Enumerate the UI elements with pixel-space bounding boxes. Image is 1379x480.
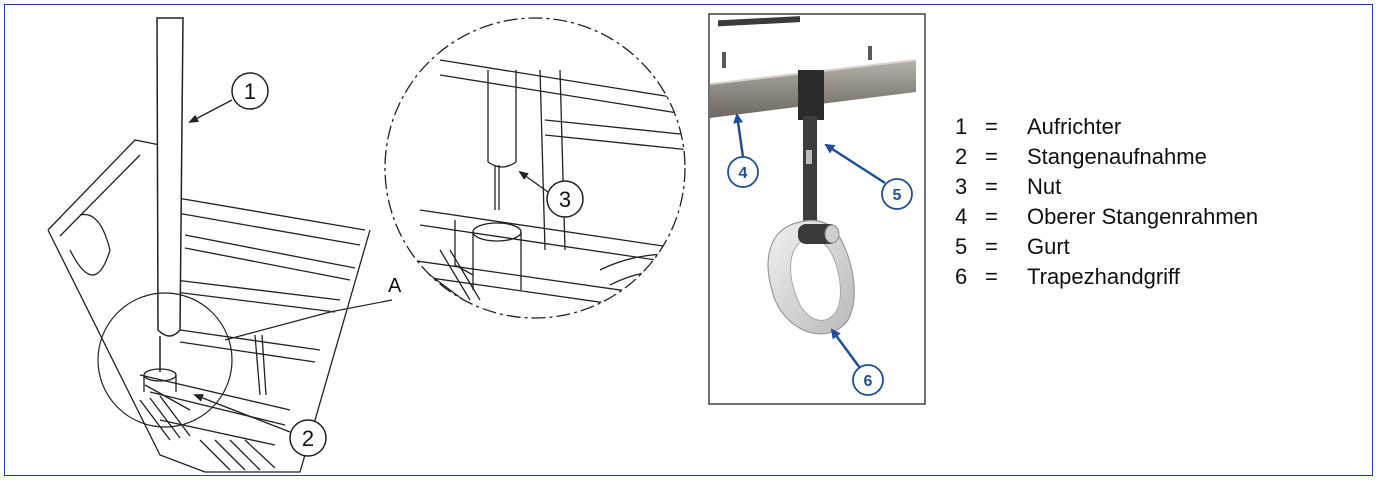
legend-row-1: 1 = Aufrichter	[955, 112, 1258, 142]
lifting-pole	[156, 17, 184, 372]
callout-4: 4	[727, 113, 759, 188]
legend-number: 1	[955, 114, 968, 139]
legend-number: 6	[955, 264, 968, 289]
legend-number: 2	[955, 144, 968, 169]
legend-equals: =	[985, 174, 998, 199]
legend-row-3: 3 = Nut	[955, 172, 1258, 202]
photo-panel: 4 5 6	[708, 13, 926, 405]
callout-6-label: 6	[864, 373, 873, 390]
callout-3: 3	[518, 170, 584, 218]
strap	[798, 70, 824, 226]
callout-1-label: 1	[244, 79, 256, 104]
legend-number: 4	[955, 204, 968, 229]
legend-row-2: 2 = Stangenaufnahme	[955, 142, 1258, 172]
callout-5: 5	[824, 143, 913, 210]
legend-number: 5	[955, 234, 968, 259]
legend-equals: =	[985, 114, 998, 139]
legend-label: Oberer Stangenrahmen	[1027, 204, 1259, 229]
legend-label: Aufrichter	[1027, 114, 1122, 139]
callout-4-label: 4	[739, 165, 748, 182]
callout-5-label: 5	[893, 187, 902, 204]
parts-legend: 1 = Aufrichter 2 = Stangenaufnahme 3 = N…	[955, 112, 1258, 292]
legend-label: Trapezhandgriff	[1027, 264, 1180, 289]
bed-frame-drawing	[47, 139, 371, 473]
legend-equals: =	[985, 234, 998, 259]
legend-label: Gurt	[1027, 234, 1070, 259]
legend-equals: =	[985, 144, 998, 169]
legend-row-4: 4 = Oberer Stangenrahmen	[955, 202, 1258, 232]
legend-label: Stangenaufnahme	[1027, 144, 1207, 169]
legend-equals: =	[985, 264, 998, 289]
legend-number: 3	[955, 174, 968, 199]
legend-row-5: 5 = Gurt	[955, 232, 1258, 262]
legend-label: Nut	[1027, 174, 1062, 199]
callout-3-label: 3	[559, 187, 571, 212]
callout-6: 6	[830, 328, 884, 396]
detail-view	[384, 17, 686, 319]
detail-label-a: A	[388, 275, 402, 297]
callout-2: 2	[193, 394, 327, 457]
legend-row-6: 6 = Trapezhandgriff	[955, 262, 1258, 292]
figure-frame	[4, 4, 1373, 476]
legend-equals: =	[985, 204, 998, 229]
detail-marker-a	[97, 292, 393, 428]
trapeze-handle	[767, 220, 855, 335]
callout-1: 1	[188, 72, 269, 123]
callout-2-label: 2	[302, 426, 314, 451]
